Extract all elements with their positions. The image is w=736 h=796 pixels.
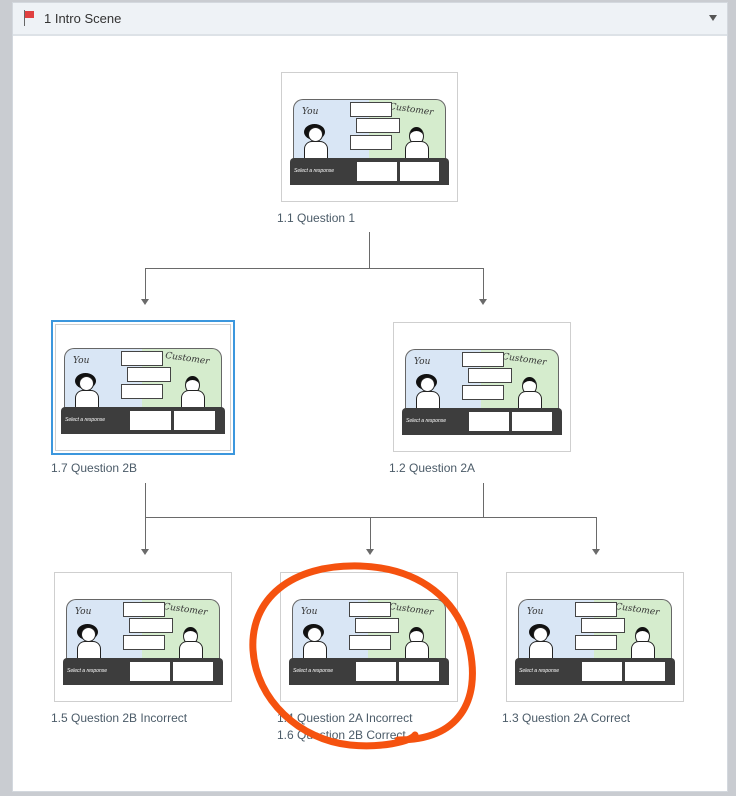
- response-option: [130, 662, 171, 681]
- you-character-icon: [75, 373, 99, 411]
- customer-character-icon: [179, 627, 203, 662]
- customer-character-icon: [631, 627, 655, 662]
- slide-label[interactable]: 1.1 Question 1: [277, 211, 356, 225]
- you-character-icon: [303, 624, 327, 662]
- you-label: You: [73, 356, 90, 366]
- you-label: You: [302, 107, 319, 117]
- slide-scene-image: You Customer Select a response: [515, 599, 675, 685]
- slide-label[interactable]: 1.5 Question 2B Incorrect: [51, 711, 188, 725]
- you-character-icon: [304, 124, 328, 162]
- response-option: [582, 662, 623, 681]
- select-response-label: Select a response: [67, 668, 108, 674]
- response-option: [399, 662, 440, 681]
- response-bar: Select a response: [63, 658, 223, 685]
- speech-bubble: [462, 352, 504, 367]
- response-option: [399, 162, 440, 181]
- speech-bubble: [123, 635, 165, 650]
- slide-label[interactable]: 1.2 Question 2A: [389, 461, 476, 475]
- speech-bubble: [355, 618, 399, 633]
- speech-bubble: [121, 384, 163, 399]
- customer-character-icon: [181, 376, 205, 411]
- slide-scene-image: You Customer Select a response: [290, 99, 449, 185]
- scene-title: 1 Intro Scene: [44, 11, 122, 26]
- flag-icon: [23, 10, 37, 26]
- scene-header[interactable]: 1 Intro Scene: [13, 3, 727, 36]
- speech-bubble: [581, 618, 625, 633]
- slide-thumbnail[interactable]: You Customer Select a response: [280, 572, 458, 702]
- response-option: [469, 412, 510, 431]
- speech-bubble: [350, 135, 392, 150]
- speech-bubble: [123, 602, 165, 617]
- speech-bubble: [350, 102, 392, 117]
- you-label: You: [75, 607, 92, 617]
- slide-scene-image: You Customer Select a response: [289, 599, 449, 685]
- response-option: [174, 411, 216, 430]
- response-option: [625, 662, 666, 681]
- select-response-label: Select a response: [65, 417, 106, 423]
- slide-thumbnail[interactable]: You Customer Select a response: [54, 572, 232, 702]
- response-bar: Select a response: [515, 658, 675, 685]
- response-option: [173, 662, 214, 681]
- slide-thumbnail[interactable]: You Customer Select a response: [393, 322, 571, 452]
- select-response-label: Select a response: [406, 418, 447, 424]
- response-option: [512, 412, 553, 431]
- you-character-icon: [416, 374, 440, 412]
- slide-scene-image: You Customer Select a response: [61, 348, 225, 434]
- slide-label[interactable]: 1.3 Question 2A Correct: [502, 711, 631, 725]
- speech-bubble: [349, 602, 391, 617]
- slide-thumbnail[interactable]: You Customer Select a response: [506, 572, 684, 702]
- speech-bubble: [462, 385, 504, 400]
- customer-character-icon: [405, 627, 429, 662]
- response-bar: Select a response: [402, 408, 562, 435]
- chevron-down-icon[interactable]: [709, 15, 717, 21]
- you-character-icon: [529, 624, 553, 662]
- customer-character-icon: [518, 377, 542, 412]
- response-option: [356, 162, 397, 181]
- response-bar: Select a response: [289, 658, 449, 685]
- speech-bubble: [121, 351, 163, 366]
- slide-scene-image: You Customer Select a response: [402, 349, 562, 435]
- speech-bubble: [575, 635, 617, 650]
- you-label: You: [301, 607, 318, 617]
- you-label: You: [414, 357, 431, 367]
- slide-label[interactable]: 1.4 Question 2A Incorrect: [277, 711, 413, 725]
- you-label: You: [527, 607, 544, 617]
- select-response-label: Select a response: [293, 668, 334, 674]
- slide-label[interactable]: 1.6 Question 2B Correct: [277, 728, 406, 742]
- slide-thumbnail[interactable]: You Customer Select a response: [281, 72, 458, 202]
- response-option: [356, 662, 397, 681]
- speech-bubble: [575, 602, 617, 617]
- speech-bubble: [468, 368, 512, 383]
- response-option: [129, 411, 171, 430]
- slide-scene-image: You Customer Select a response: [63, 599, 223, 685]
- speech-bubble: [127, 367, 171, 382]
- speech-bubble: [349, 635, 391, 650]
- slide-thumbnail[interactable]: You Customer Select a response: [51, 320, 235, 455]
- select-response-label: Select a response: [519, 668, 560, 674]
- customer-character-icon: [405, 127, 429, 162]
- you-character-icon: [77, 624, 101, 662]
- slide-label[interactable]: 1.7 Question 2B: [51, 461, 138, 475]
- response-bar: Select a response: [61, 407, 225, 434]
- select-response-label: Select a response: [294, 168, 335, 174]
- speech-bubble: [129, 618, 173, 633]
- speech-bubble: [356, 118, 400, 133]
- response-bar: Select a response: [290, 158, 449, 185]
